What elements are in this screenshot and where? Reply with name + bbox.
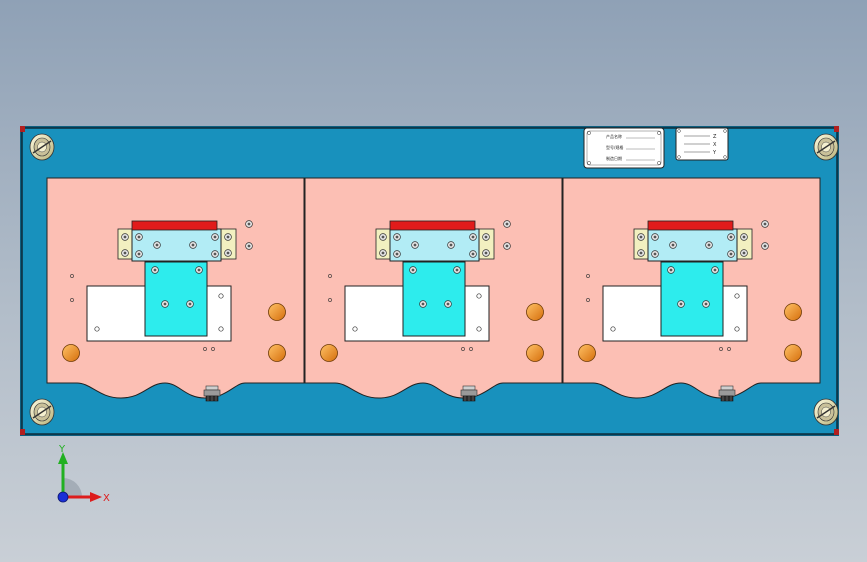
hinge-bottom-right[interactable] bbox=[813, 398, 839, 426]
corner-mark bbox=[834, 429, 839, 435]
y-axis-arrowhead bbox=[58, 452, 68, 464]
y-axis-label: Y bbox=[58, 444, 66, 455]
corner-mark bbox=[20, 126, 25, 132]
triad-arc bbox=[63, 478, 82, 497]
nameplate[interactable]: 产品名称 型号/规格 制造日期 bbox=[583, 127, 665, 169]
fixture-module-2[interactable] bbox=[305, 178, 562, 398]
corner-mark bbox=[834, 126, 839, 132]
hinge-top-left[interactable] bbox=[29, 133, 55, 161]
nameplate-line-3: 制造日期 bbox=[606, 155, 622, 161]
axis-triad[interactable]: Y X bbox=[57, 444, 110, 504]
axis-plate-label: Y bbox=[712, 150, 717, 156]
nameplate-line-1: 产品名称 bbox=[606, 133, 622, 139]
nameplate-line-2: 型号/规格 bbox=[606, 144, 623, 150]
connector-3[interactable] bbox=[718, 385, 736, 402]
z-axis-dot bbox=[57, 491, 69, 503]
axis-plate[interactable]: Z X Y bbox=[675, 127, 729, 161]
corner-mark bbox=[20, 429, 25, 435]
axis-plate-label: Z bbox=[713, 134, 717, 140]
fixture-module-3[interactable] bbox=[563, 178, 820, 398]
x-axis-label: X bbox=[103, 493, 110, 504]
fixture-module-1[interactable] bbox=[47, 178, 304, 398]
connector-1[interactable] bbox=[203, 385, 221, 402]
axis-plate-label: X bbox=[713, 142, 717, 148]
x-axis-arrowhead bbox=[90, 492, 102, 502]
hinge-top-right[interactable] bbox=[813, 133, 839, 161]
connector-2[interactable] bbox=[460, 385, 478, 402]
hinge-bottom-left[interactable] bbox=[29, 398, 55, 426]
